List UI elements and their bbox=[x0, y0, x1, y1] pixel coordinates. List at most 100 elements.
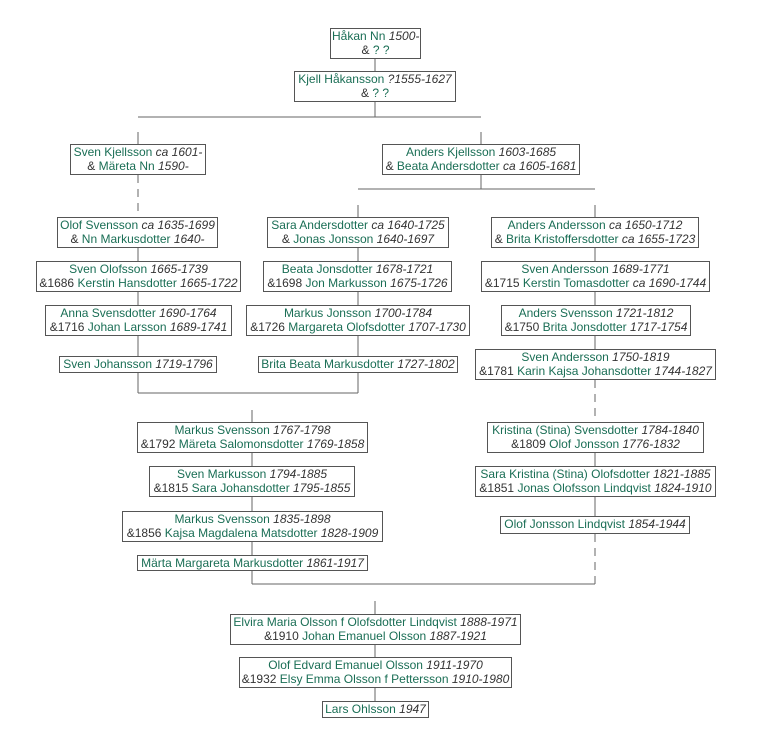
person-name[interactable]: Markus Svensson bbox=[174, 512, 270, 526]
person-name[interactable]: Kerstin Tomasdotter bbox=[522, 276, 630, 290]
person-name[interactable]: Jonas Jonsson bbox=[293, 232, 374, 246]
person-name[interactable]: Elvira Maria Olsson f Olofsdotter Lindqv… bbox=[233, 615, 457, 629]
person-name[interactable]: Beata Andersdotter bbox=[396, 159, 500, 173]
person-name[interactable]: Kjell Håkansson bbox=[298, 72, 385, 86]
person-name[interactable]: Håkan Nn bbox=[332, 29, 386, 43]
person-name[interactable]: Kajsa Magdalena Matsdotter bbox=[164, 526, 318, 540]
life-years: 1861-1917 bbox=[303, 556, 364, 570]
person-sven-olofsson[interactable]: Sven Olofsson 1665-1739&1686 Kerstin Han… bbox=[36, 261, 241, 292]
person-sven-andersson-1689[interactable]: Sven Andersson 1689-1771&1715 Kerstin To… bbox=[481, 261, 710, 292]
person-name[interactable]: Nn Markusdotter bbox=[81, 232, 171, 246]
person-anders-kjellsson[interactable]: Anders Kjellsson 1603-1685& Beata Anders… bbox=[382, 144, 580, 175]
person-name[interactable]: Anders Kjellsson bbox=[405, 145, 496, 159]
life-years: 1854-1944 bbox=[625, 517, 686, 531]
person-name[interactable]: Sara Johansdotter bbox=[191, 481, 290, 495]
person-sara-andersdotter[interactable]: Sara Andersdotter ca 1640-1725& Jonas Jo… bbox=[267, 217, 449, 248]
person-name[interactable]: ? ? bbox=[372, 43, 390, 57]
person-name[interactable]: Kerstin Hansdotter bbox=[77, 276, 177, 290]
person-name[interactable]: Olof Jonsson Lindqvist bbox=[504, 517, 625, 531]
person-name[interactable]: Anna Svensdotter bbox=[60, 306, 156, 320]
life-years: 1689-1741 bbox=[166, 320, 228, 334]
person-anders-andersson[interactable]: Anders Andersson ca 1650-1712& Brita Kri… bbox=[491, 217, 699, 248]
person-name[interactable]: Brita Beata Markusdotter bbox=[261, 357, 394, 371]
primary-line: Markus Jonsson 1700-1784 bbox=[248, 306, 468, 320]
person-name[interactable]: Markus Jonsson bbox=[283, 306, 372, 320]
person-name[interactable]: Olof Edvard Emanuel Olsson bbox=[268, 658, 423, 672]
person-markus-svensson-1767[interactable]: Markus Svensson 1767-1798&1792 Märeta Sa… bbox=[137, 422, 368, 453]
life-years: ca 1601- bbox=[152, 145, 203, 159]
person-sara-kristina[interactable]: Sara Kristina (Stina) Olofsdotter 1821-1… bbox=[475, 466, 716, 497]
person-name[interactable]: Brita Kristoffersdotter bbox=[506, 232, 619, 246]
primary-line: Beata Jonsdotter 1678-1721 bbox=[265, 262, 450, 276]
life-years: 1603-1685 bbox=[495, 145, 557, 159]
marriage-prefix: &1698 bbox=[267, 276, 306, 290]
person-name[interactable]: Märta Margareta Markusdotter bbox=[141, 556, 304, 570]
person-kjell[interactable]: Kjell Håkansson ?1555-1627& ? ? bbox=[294, 71, 456, 102]
person-anna-svensdotter[interactable]: Anna Svensdotter 1690-1764&1716 Johan La… bbox=[45, 305, 232, 336]
life-years: 1947 bbox=[395, 702, 426, 716]
person-name[interactable]: Beata Jonsdotter bbox=[281, 262, 373, 276]
person-name[interactable]: Markus Svensson bbox=[174, 423, 270, 437]
person-name[interactable]: Anders Svensson bbox=[518, 306, 613, 320]
person-name[interactable]: Sven Andersson bbox=[521, 262, 609, 276]
marriage-prefix: &1716 bbox=[49, 320, 88, 334]
person-sven-andersson-1750[interactable]: Sven Andersson 1750-1819&1781 Karin Kajs… bbox=[475, 349, 716, 380]
person-name[interactable]: Sara Kristina (Stina) Olofsdotter bbox=[480, 467, 650, 481]
life-years: 1675-1726 bbox=[386, 276, 448, 290]
person-name[interactable]: Sven Olofsson bbox=[69, 262, 148, 276]
person-sven-markusson[interactable]: Sven Markusson 1794-1885&1815 Sara Johan… bbox=[149, 466, 355, 497]
spouse-line: &1698 Jon Markusson 1675-1726 bbox=[265, 276, 450, 290]
person-name[interactable]: Lars Ohlsson bbox=[325, 702, 396, 716]
spouse-line: &1686 Kerstin Hansdotter 1665-1722 bbox=[38, 276, 239, 290]
life-years: 1821-1885 bbox=[649, 467, 711, 481]
person-name[interactable]: Johan Larsson bbox=[87, 320, 167, 334]
spouse-line: & ? ? bbox=[296, 86, 454, 100]
person-name[interactable]: Elsy Emma Olsson f Pettersson bbox=[279, 672, 449, 686]
person-markus-svensson-1835[interactable]: Markus Svensson 1835-1898&1856 Kajsa Mag… bbox=[122, 511, 383, 542]
person-name[interactable]: Sven Andersson bbox=[521, 350, 609, 364]
person-anders-svensson[interactable]: Anders Svensson 1721-1812&1750 Brita Jon… bbox=[501, 305, 691, 336]
person-name[interactable]: Sara Andersdotter bbox=[271, 218, 368, 232]
primary-line: Brita Beata Markusdotter 1727-1802 bbox=[260, 357, 456, 371]
person-name[interactable]: Margareta Olofsdotter bbox=[288, 320, 406, 334]
person-sven-johansson[interactable]: Sven Johansson 1719-1796 bbox=[59, 356, 217, 373]
person-kristina-stina[interactable]: Kristina (Stina) Svensdotter 1784-1840&1… bbox=[487, 422, 704, 453]
person-hakan[interactable]: Håkan Nn 1500-& ? ? bbox=[330, 28, 421, 59]
person-name[interactable]: Märeta Salomonsdotter bbox=[178, 437, 304, 451]
person-name[interactable]: Sven Johansson bbox=[63, 357, 152, 371]
person-marta-margareta[interactable]: Märta Margareta Markusdotter 1861-1917 bbox=[137, 555, 368, 571]
person-name[interactable]: Olof Svensson bbox=[60, 218, 139, 232]
person-beata-jonsdotter[interactable]: Beata Jonsdotter 1678-1721&1698 Jon Mark… bbox=[263, 261, 452, 292]
person-name[interactable]: Sven Markusson bbox=[176, 467, 267, 481]
person-name[interactable]: Märeta Nn bbox=[98, 159, 155, 173]
person-name[interactable]: Olof Jonsson bbox=[549, 437, 620, 451]
person-olof-jonsson-lindqvist[interactable]: Olof Jonsson Lindqvist 1854-1944 bbox=[500, 516, 690, 534]
person-olof-svensson[interactable]: Olof Svensson ca 1635-1699& Nn Markusdot… bbox=[57, 217, 218, 248]
person-brita-beata[interactable]: Brita Beata Markusdotter 1727-1802 bbox=[258, 356, 458, 373]
marriage-prefix: &1851 bbox=[479, 481, 518, 495]
marriage-prefix: &1815 bbox=[153, 481, 192, 495]
person-name[interactable]: Sven Kjellsson bbox=[73, 145, 153, 159]
person-lars-ohlsson[interactable]: Lars Ohlsson 1947 bbox=[322, 701, 429, 718]
person-sven-kjellsson[interactable]: Sven Kjellsson ca 1601-& Märeta Nn 1590- bbox=[70, 144, 206, 175]
marriage-prefix: &1726 bbox=[250, 320, 289, 334]
person-name[interactable]: Kristina (Stina) Svensdotter bbox=[492, 423, 639, 437]
person-name[interactable]: Karin Kajsa Johansdotter bbox=[517, 364, 652, 378]
spouse-line: &1809 Olof Jonsson 1776-1832 bbox=[489, 437, 702, 451]
life-years: 1719-1796 bbox=[152, 357, 213, 371]
person-name[interactable]: Brita Jonsdotter bbox=[542, 320, 627, 334]
person-name[interactable]: Anders Andersson bbox=[507, 218, 606, 232]
person-name[interactable]: Jonas Olofsson Lindqvist bbox=[517, 481, 651, 495]
person-name[interactable]: ? ? bbox=[372, 86, 390, 100]
person-name[interactable]: Johan Emanuel Olsson bbox=[302, 629, 427, 643]
person-elvira-maria[interactable]: Elvira Maria Olsson f Olofsdotter Lindqv… bbox=[230, 614, 521, 645]
primary-line: Lars Ohlsson 1947 bbox=[324, 702, 427, 716]
life-years: 1776-1832 bbox=[619, 437, 680, 451]
marriage-prefix: & bbox=[494, 232, 507, 246]
person-olof-edvard[interactable]: Olof Edvard Emanuel Olsson 1911-1970&193… bbox=[239, 657, 512, 688]
marriage-prefix: &1781 bbox=[479, 364, 518, 378]
life-years: 1640-1697 bbox=[373, 232, 435, 246]
primary-line: Håkan Nn 1500- bbox=[332, 29, 419, 43]
person-name[interactable]: Jon Markusson bbox=[305, 276, 387, 290]
person-markus-jonsson[interactable]: Markus Jonsson 1700-1784&1726 Margareta … bbox=[246, 305, 470, 336]
